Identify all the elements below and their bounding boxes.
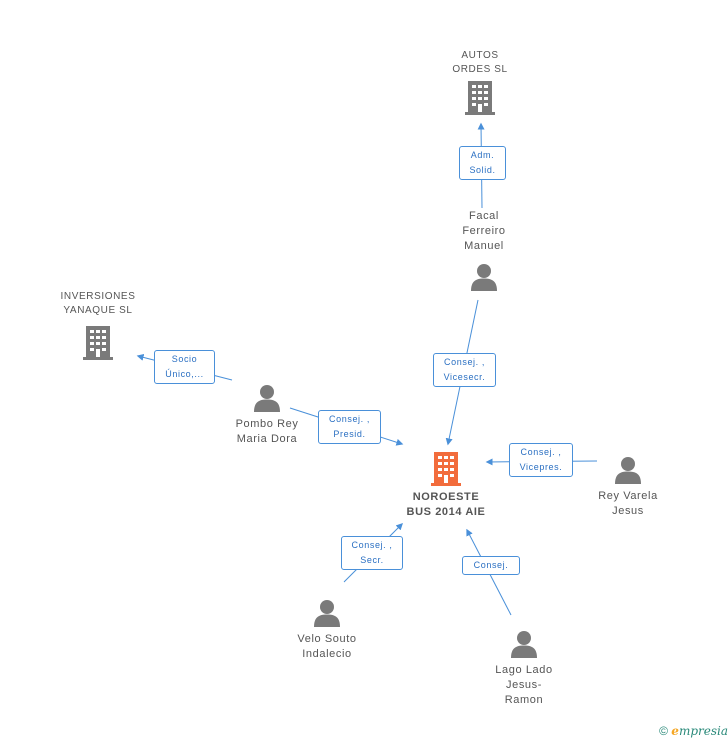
brand-name: empresia [671,724,728,738]
person-name-line1: Velo Souto [297,633,357,645]
copyright-symbol: © [659,724,668,738]
edge-label-adm-solid[interactable]: Adm. Solid. [459,146,506,180]
person-node-lago-lado[interactable]: Lago Lado Jesus- Ramon [474,630,574,708]
edge-label-line2: Solid. [469,165,496,175]
company-name-line2: ORDES SL [452,64,508,75]
edge-label-consej-vicepres[interactable]: Consej. , Vicepres. [509,443,573,477]
edge-label-line1: Consej. , [520,447,562,457]
person-icon [470,263,498,291]
person-name-line2: Indalecio [302,648,352,660]
person-name-line1: Pombo Rey [235,418,299,430]
building-icon [83,326,113,360]
company-node-noroeste-bus[interactable]: NOROESTE BUS 2014 AIE [386,452,506,520]
edge-label-line1: Adm. [470,150,495,160]
person-name-line3: Manuel [464,240,504,252]
person-node-velo-souto[interactable]: Velo Souto Indalecio [277,599,377,662]
edge-label-line2: Vicepres. [519,462,563,472]
person-node-pombo-rey[interactable]: Pombo Rey Maria Dora [214,384,320,447]
person-node-facal-ferreiro[interactable]: Facal Ferreiro Manuel [436,209,532,291]
person-name-line2: Maria Dora [236,433,298,445]
edge-label-line1: Consej. , [351,540,393,550]
person-name-line2: Jesus [612,505,644,517]
person-name-line1: Facal [469,210,499,222]
edge-label-consej[interactable]: Consej. [462,556,520,575]
edge-label-consej-secr[interactable]: Consej. , Secr. [341,536,403,570]
edge-label-line1: Consej. , [444,357,485,367]
brand-logo: © empresia [659,724,728,738]
edge-label-line1: Socio [171,354,198,364]
person-icon [614,456,642,484]
person-name-line3: Ramon [504,694,544,706]
edge-label-line2: Secr. [360,555,384,565]
company-node-autos-ordes[interactable]: AUTOS ORDES SL [435,49,525,115]
person-name-line2: Ferreiro [462,225,506,237]
person-node-rey-varela[interactable]: Rey Varela Jesus [580,456,676,519]
building-icon [465,81,495,115]
building-icon [431,452,461,486]
company-name-line2: YANAQUE SL [63,305,133,316]
edge-label-line2: Presid. [333,429,366,439]
company-name-line1: NOROESTE [412,491,480,503]
edge-label-line2: Único,... [165,369,204,379]
person-icon [253,384,281,412]
company-name-line1: INVERSIONES [60,291,136,302]
person-name-line1: Lago Lado [495,664,553,676]
person-icon [313,599,341,627]
edge-label-socio-unico[interactable]: Socio Único,... [154,350,215,384]
person-icon [510,630,538,658]
company-name-line1: AUTOS [461,50,499,61]
edge-label-line2: Vicesecr. [443,372,486,382]
edge-label-consej-presid[interactable]: Consej. , Presid. [318,410,381,444]
edge-label-consej-vicesecr[interactable]: Consej. , Vicesecr. [433,353,496,387]
person-name-line2: Jesus- [506,679,542,691]
company-node-inversiones-yanaque[interactable]: INVERSIONES YANAQUE SL [48,290,148,360]
edge-label-line1: Consej. , [329,414,370,424]
company-name-line2: BUS 2014 AIE [406,506,486,518]
edge-label-line1: Consej. [473,560,509,570]
person-name-line1: Rey Varela [598,490,658,502]
